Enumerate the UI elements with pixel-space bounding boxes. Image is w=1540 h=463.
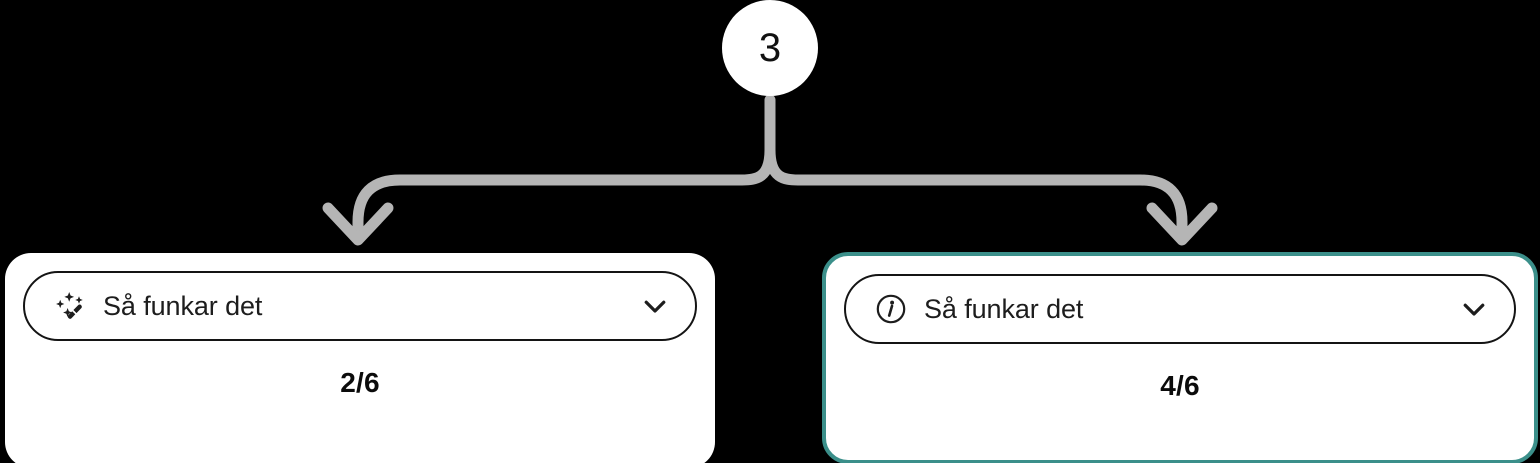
arrowhead-right-icon xyxy=(1146,202,1218,246)
chevron-down-icon[interactable] xyxy=(1458,293,1490,325)
step-counter-right: 4/6 xyxy=(1160,370,1200,401)
connector-branch-right xyxy=(764,144,1188,242)
step-counter-left: 2/6 xyxy=(340,367,380,398)
info-circle-icon xyxy=(874,292,908,326)
accordion-label-left: Så funkar det xyxy=(103,290,263,321)
accordion-header-right[interactable]: Så funkar det xyxy=(844,274,1516,344)
root-node[interactable]: 3 xyxy=(722,0,818,96)
connector-branch-left xyxy=(352,144,776,242)
branch-card-left[interactable]: Så funkar det 2/6 xyxy=(5,253,715,463)
branch-card-left-body: Så funkar det 2/6 xyxy=(5,253,715,463)
accordion-label-right: Så funkar det xyxy=(924,293,1084,324)
arrowhead-left-icon xyxy=(322,202,394,246)
accordion-header-left[interactable]: Så funkar det xyxy=(23,271,697,341)
magic-wand-sparkles-icon xyxy=(53,289,87,323)
branch-card-right[interactable]: Så funkar det 4/6 xyxy=(822,252,1538,463)
chevron-down-icon[interactable] xyxy=(639,290,671,322)
branch-card-right-body: Så funkar det 4/6 xyxy=(826,256,1534,460)
root-node-label: 3 xyxy=(758,26,782,70)
